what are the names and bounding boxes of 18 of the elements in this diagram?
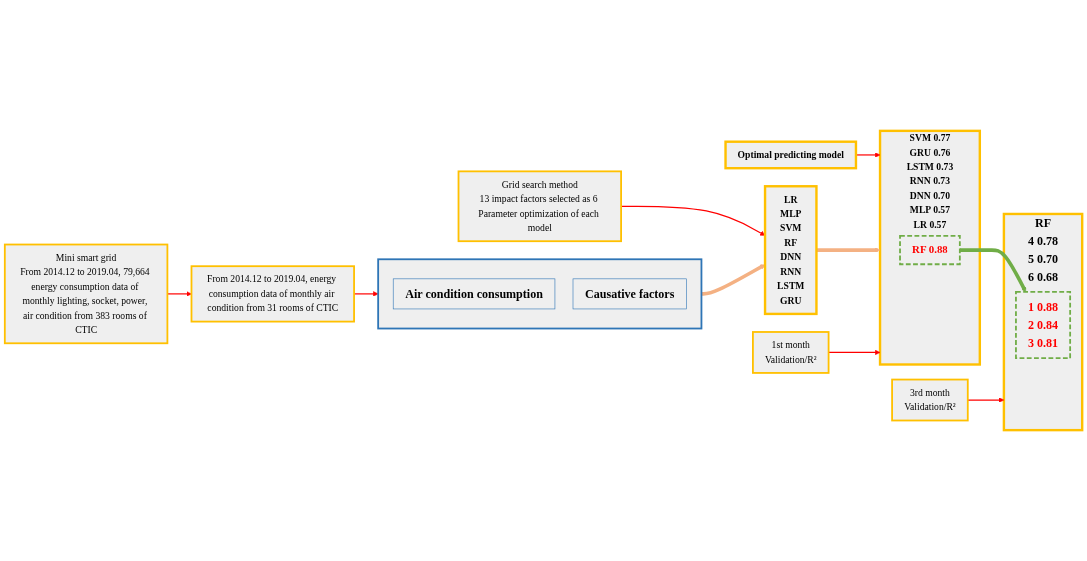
arrow: [701, 264, 766, 296]
node-box: RF 0.88: [899, 235, 961, 266]
arrow: [828, 349, 881, 356]
node-box: Air condition consumption: [392, 278, 556, 310]
node-box: Mini smart grid From 2014.12 to 2019.04, 79,664 energy consumption data of monthly lighting, socket, power, air condition from 383 rooms of CTIC: [3, 243, 169, 345]
node-box: Grid search method 13 impact factors selected as 6 Parameter optimization of each model: [457, 170, 622, 243]
node-box: 1 0.88 2 0.84 3 0.81: [1015, 291, 1072, 360]
arrow: [855, 152, 881, 158]
node-box: LR MLP SVM RF DNN RNN LSTM GRU: [763, 185, 818, 316]
cluster: [377, 258, 703, 330]
arrow: [816, 247, 881, 253]
node-box: From 2014.12 to 2019.04, energy consumption data of monthly air condition from 31 rooms of CTIC: [190, 265, 355, 323]
node-box: 1st month Validation/R²: [752, 331, 830, 374]
node-box: 3rd month Validation/R²: [891, 378, 969, 422]
arrow: [967, 397, 1005, 403]
arrow: [959, 248, 1027, 293]
node-box: Causative factors: [572, 278, 687, 310]
node-box: Optimal predicting model: [724, 140, 858, 170]
